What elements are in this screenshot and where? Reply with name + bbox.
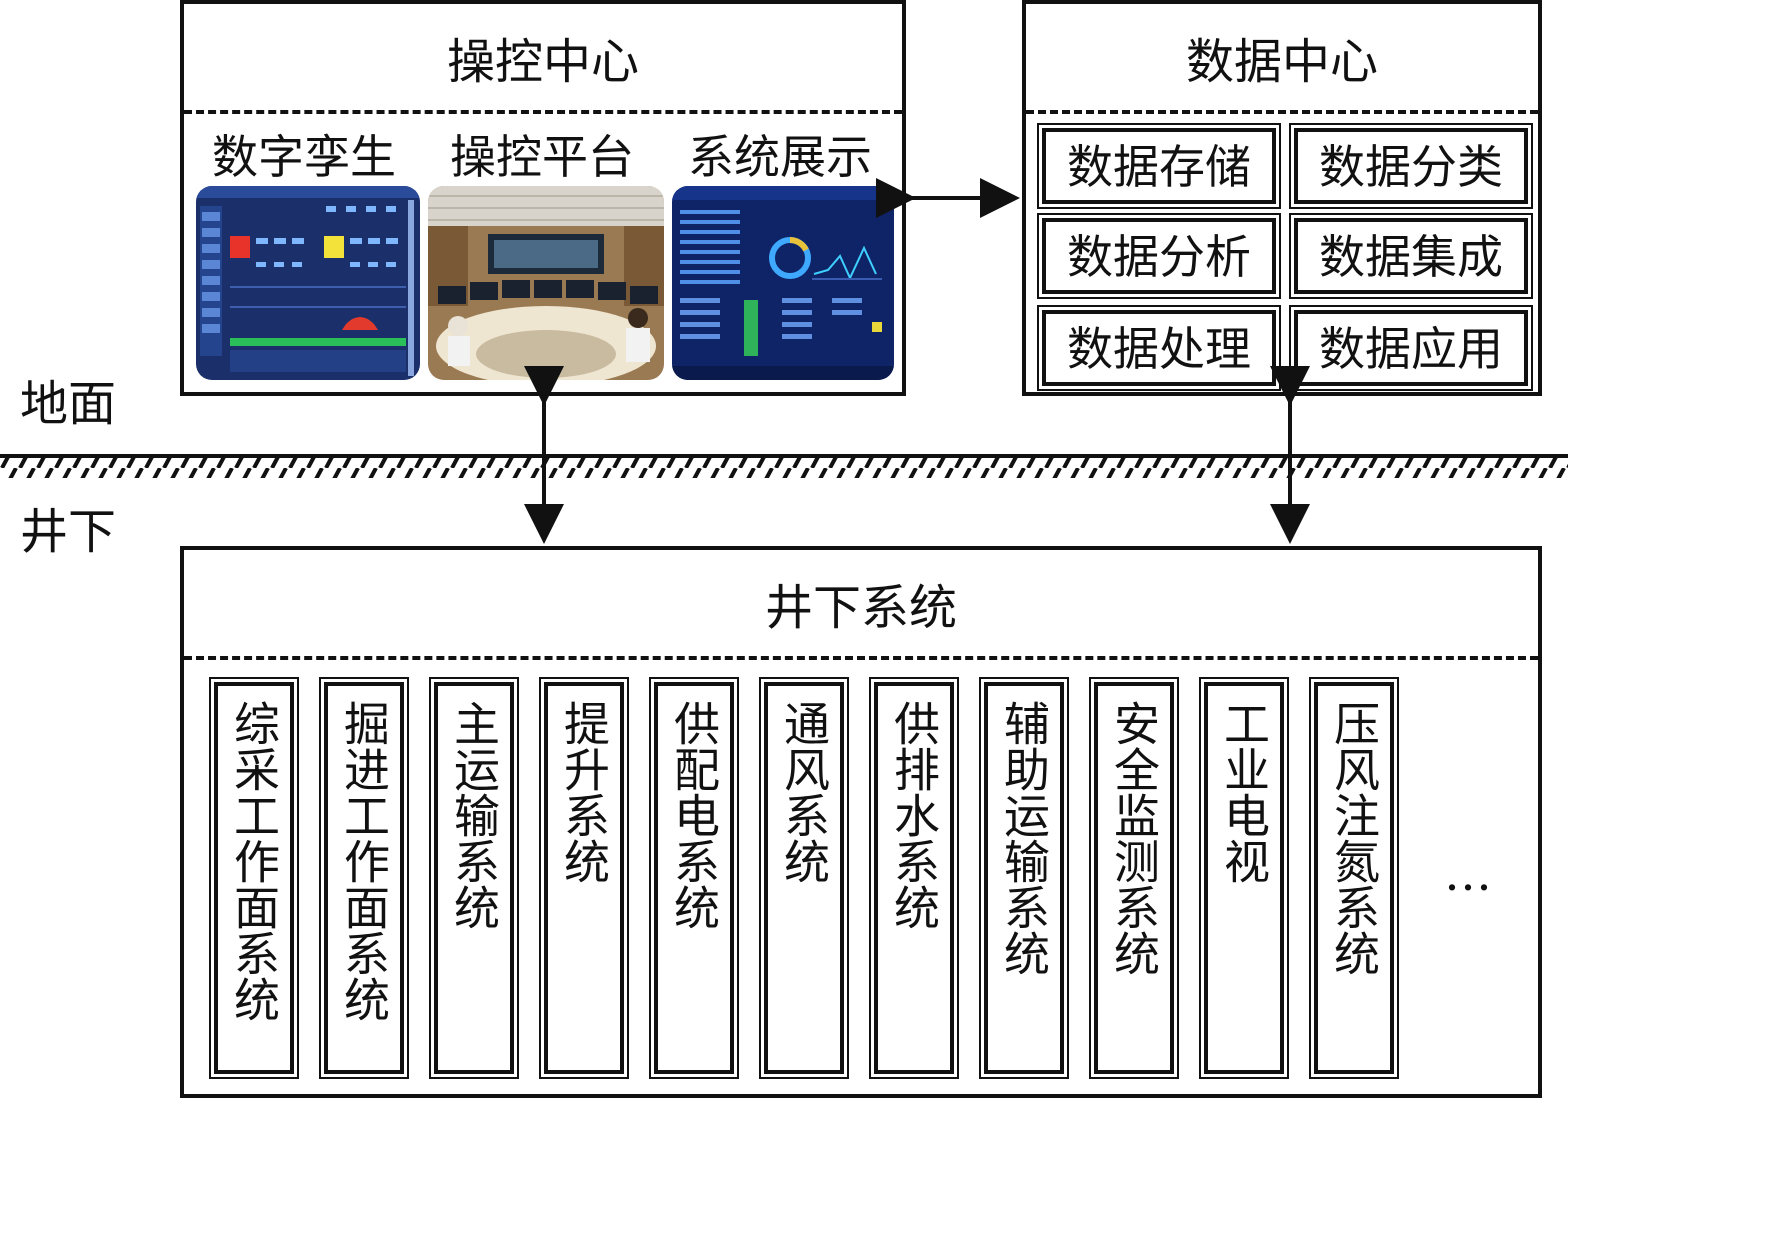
panel-label-control-platform: 操控平台 [450, 130, 634, 184]
subsystem-power-supply: 供配电系统 [649, 677, 739, 1079]
data-center-box: 数据中心 数据存储 数据分类 数据分析 数据集成 数据处理 数据应用 [1022, 0, 1542, 396]
subsystem-industrial-tv: 工业电视 [1199, 677, 1289, 1079]
data-item-analysis: 数据分析 [1037, 213, 1281, 299]
subsystem-heading-face: 掘进工作面系统 [319, 677, 409, 1079]
subsystem-hoisting: 提升系统 [539, 677, 629, 1079]
data-item-storage: 数据存储 [1037, 123, 1281, 209]
surface-label: 地面 [20, 376, 117, 432]
digital-twin-screen [196, 186, 420, 380]
ground-hatch [0, 456, 1568, 478]
subsystem-auxiliary-transport: 辅助运输系统 [979, 677, 1069, 1079]
subsystem-safety-monitoring: 安全监测系统 [1089, 677, 1179, 1079]
data-item-integration: 数据集成 [1289, 213, 1533, 299]
subsystem-water-drainage: 供排水系统 [869, 677, 959, 1079]
data-item-processing: 数据处理 [1037, 305, 1281, 391]
panel-label-system-display: 系统展示 [688, 130, 872, 184]
subsystem-ventilation: 通风系统 [759, 677, 849, 1079]
control-center-divider [184, 110, 902, 114]
panel-label-digital-twin: 数字孪生 [212, 130, 396, 184]
control-room-photo [428, 186, 664, 380]
control-center-box: 操控中心 数字孪生 操控平台 系统展示 [180, 0, 906, 396]
connectors-and-ground [0, 178, 1568, 544]
subsystem-main-transport: 主运输系统 [429, 677, 519, 1079]
data-center-divider [1026, 110, 1538, 114]
subsystem-fully-mechanized-face: 综采工作面系统 [209, 677, 299, 1079]
dashboard-screen [672, 186, 894, 380]
underground-label: 井下 [20, 504, 117, 560]
data-item-classification: 数据分类 [1289, 123, 1533, 209]
control-center-title: 操控中心 [446, 34, 639, 90]
data-center-title: 数据中心 [1185, 34, 1378, 90]
data-item-application: 数据应用 [1289, 305, 1533, 391]
underground-system-divider [184, 656, 1538, 660]
more-ellipsis: … [1444, 846, 1492, 902]
underground-system-title: 井下系统 [764, 580, 957, 636]
subsystem-compressed-air-nitrogen: 压风注氮系统 [1309, 677, 1399, 1079]
